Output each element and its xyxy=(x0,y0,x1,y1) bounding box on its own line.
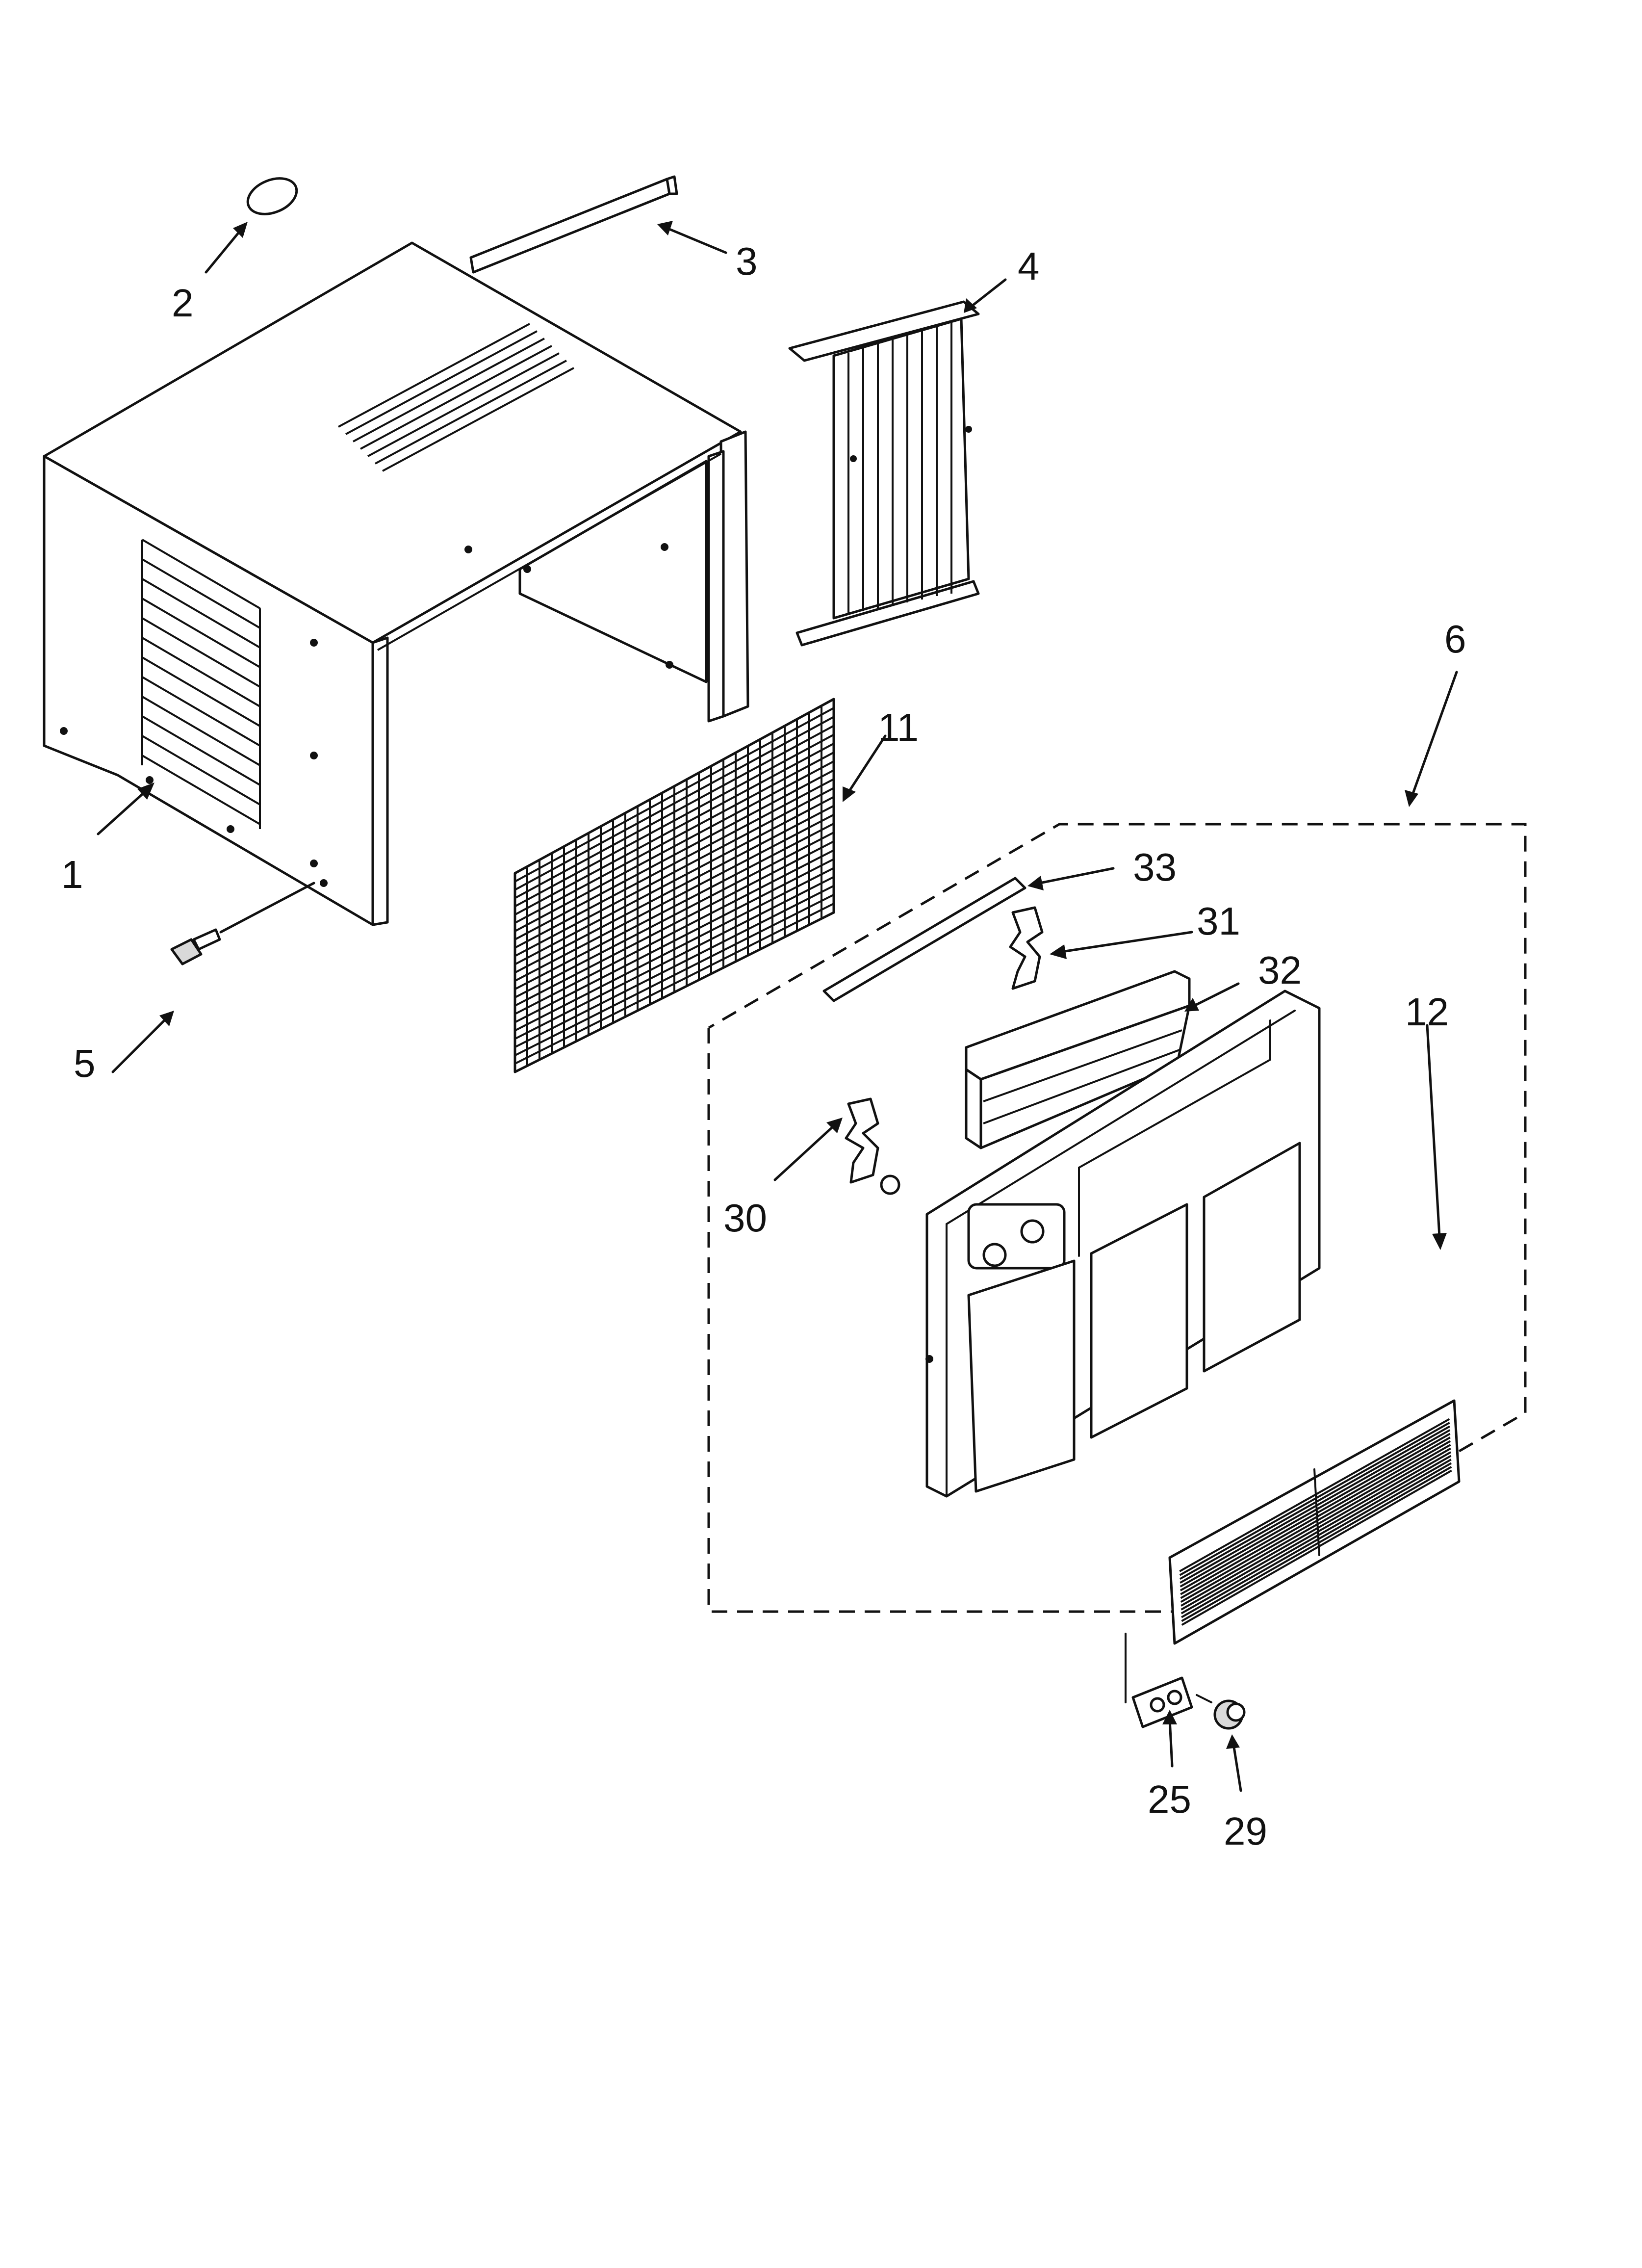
callout-29: 29 xyxy=(1224,1809,1267,1853)
arrow-5 xyxy=(111,1011,174,1073)
part-33-strip xyxy=(822,877,1026,1002)
arrow-11 xyxy=(843,734,887,802)
arrow-25 xyxy=(1162,1710,1177,1768)
callout-12: 12 xyxy=(1405,990,1449,1034)
part-32-vent xyxy=(965,970,1191,1149)
callout-5: 5 xyxy=(74,1042,96,1085)
arrow-3 xyxy=(657,221,727,254)
callout-labels: 1 2 3 4 5 6 11 12 25 29 30 31 32 33 xyxy=(61,239,1466,1853)
front-panel xyxy=(925,990,1321,1498)
part-4-side-panel xyxy=(788,300,980,647)
arrow-30 xyxy=(773,1118,843,1181)
arrow-1 xyxy=(97,782,154,835)
part-2-plug xyxy=(246,177,298,215)
part-29-knob xyxy=(1196,1694,1246,1730)
part-12-front-grille xyxy=(1168,1399,1461,1645)
callout-30: 30 xyxy=(723,1196,767,1240)
part-5-screw xyxy=(170,882,315,965)
arrow-32 xyxy=(1184,982,1240,1012)
callout-25: 25 xyxy=(1148,1777,1191,1821)
callout-3: 3 xyxy=(736,239,758,283)
top-louvers xyxy=(338,323,574,472)
arrow-31 xyxy=(1050,931,1193,959)
callout-arrows xyxy=(97,221,1458,1792)
callout-11: 11 xyxy=(878,705,919,749)
part-6-front-assembly-boundary xyxy=(707,823,1527,1613)
arrow-4 xyxy=(964,278,1007,313)
callout-31: 31 xyxy=(1197,899,1240,943)
arrow-6 xyxy=(1405,671,1458,807)
part-1-cabinet xyxy=(43,241,749,926)
arrow-2 xyxy=(205,222,248,274)
callout-6: 6 xyxy=(1444,617,1466,661)
part-11-mesh-grille xyxy=(513,698,835,1073)
callout-1: 1 xyxy=(61,853,83,896)
callout-33: 33 xyxy=(1133,845,1177,889)
part-31-bracket xyxy=(1009,906,1044,990)
part-25-control-plate xyxy=(1125,1633,1193,1728)
callout-32: 32 xyxy=(1258,948,1302,992)
side-louvers xyxy=(141,539,261,829)
arrow-29 xyxy=(1226,1734,1242,1792)
part-30-bracket xyxy=(845,1097,900,1195)
arrow-12 xyxy=(1426,1024,1447,1250)
arrow-33 xyxy=(1027,867,1115,890)
callout-2: 2 xyxy=(172,281,194,325)
callout-4: 4 xyxy=(1018,244,1040,288)
